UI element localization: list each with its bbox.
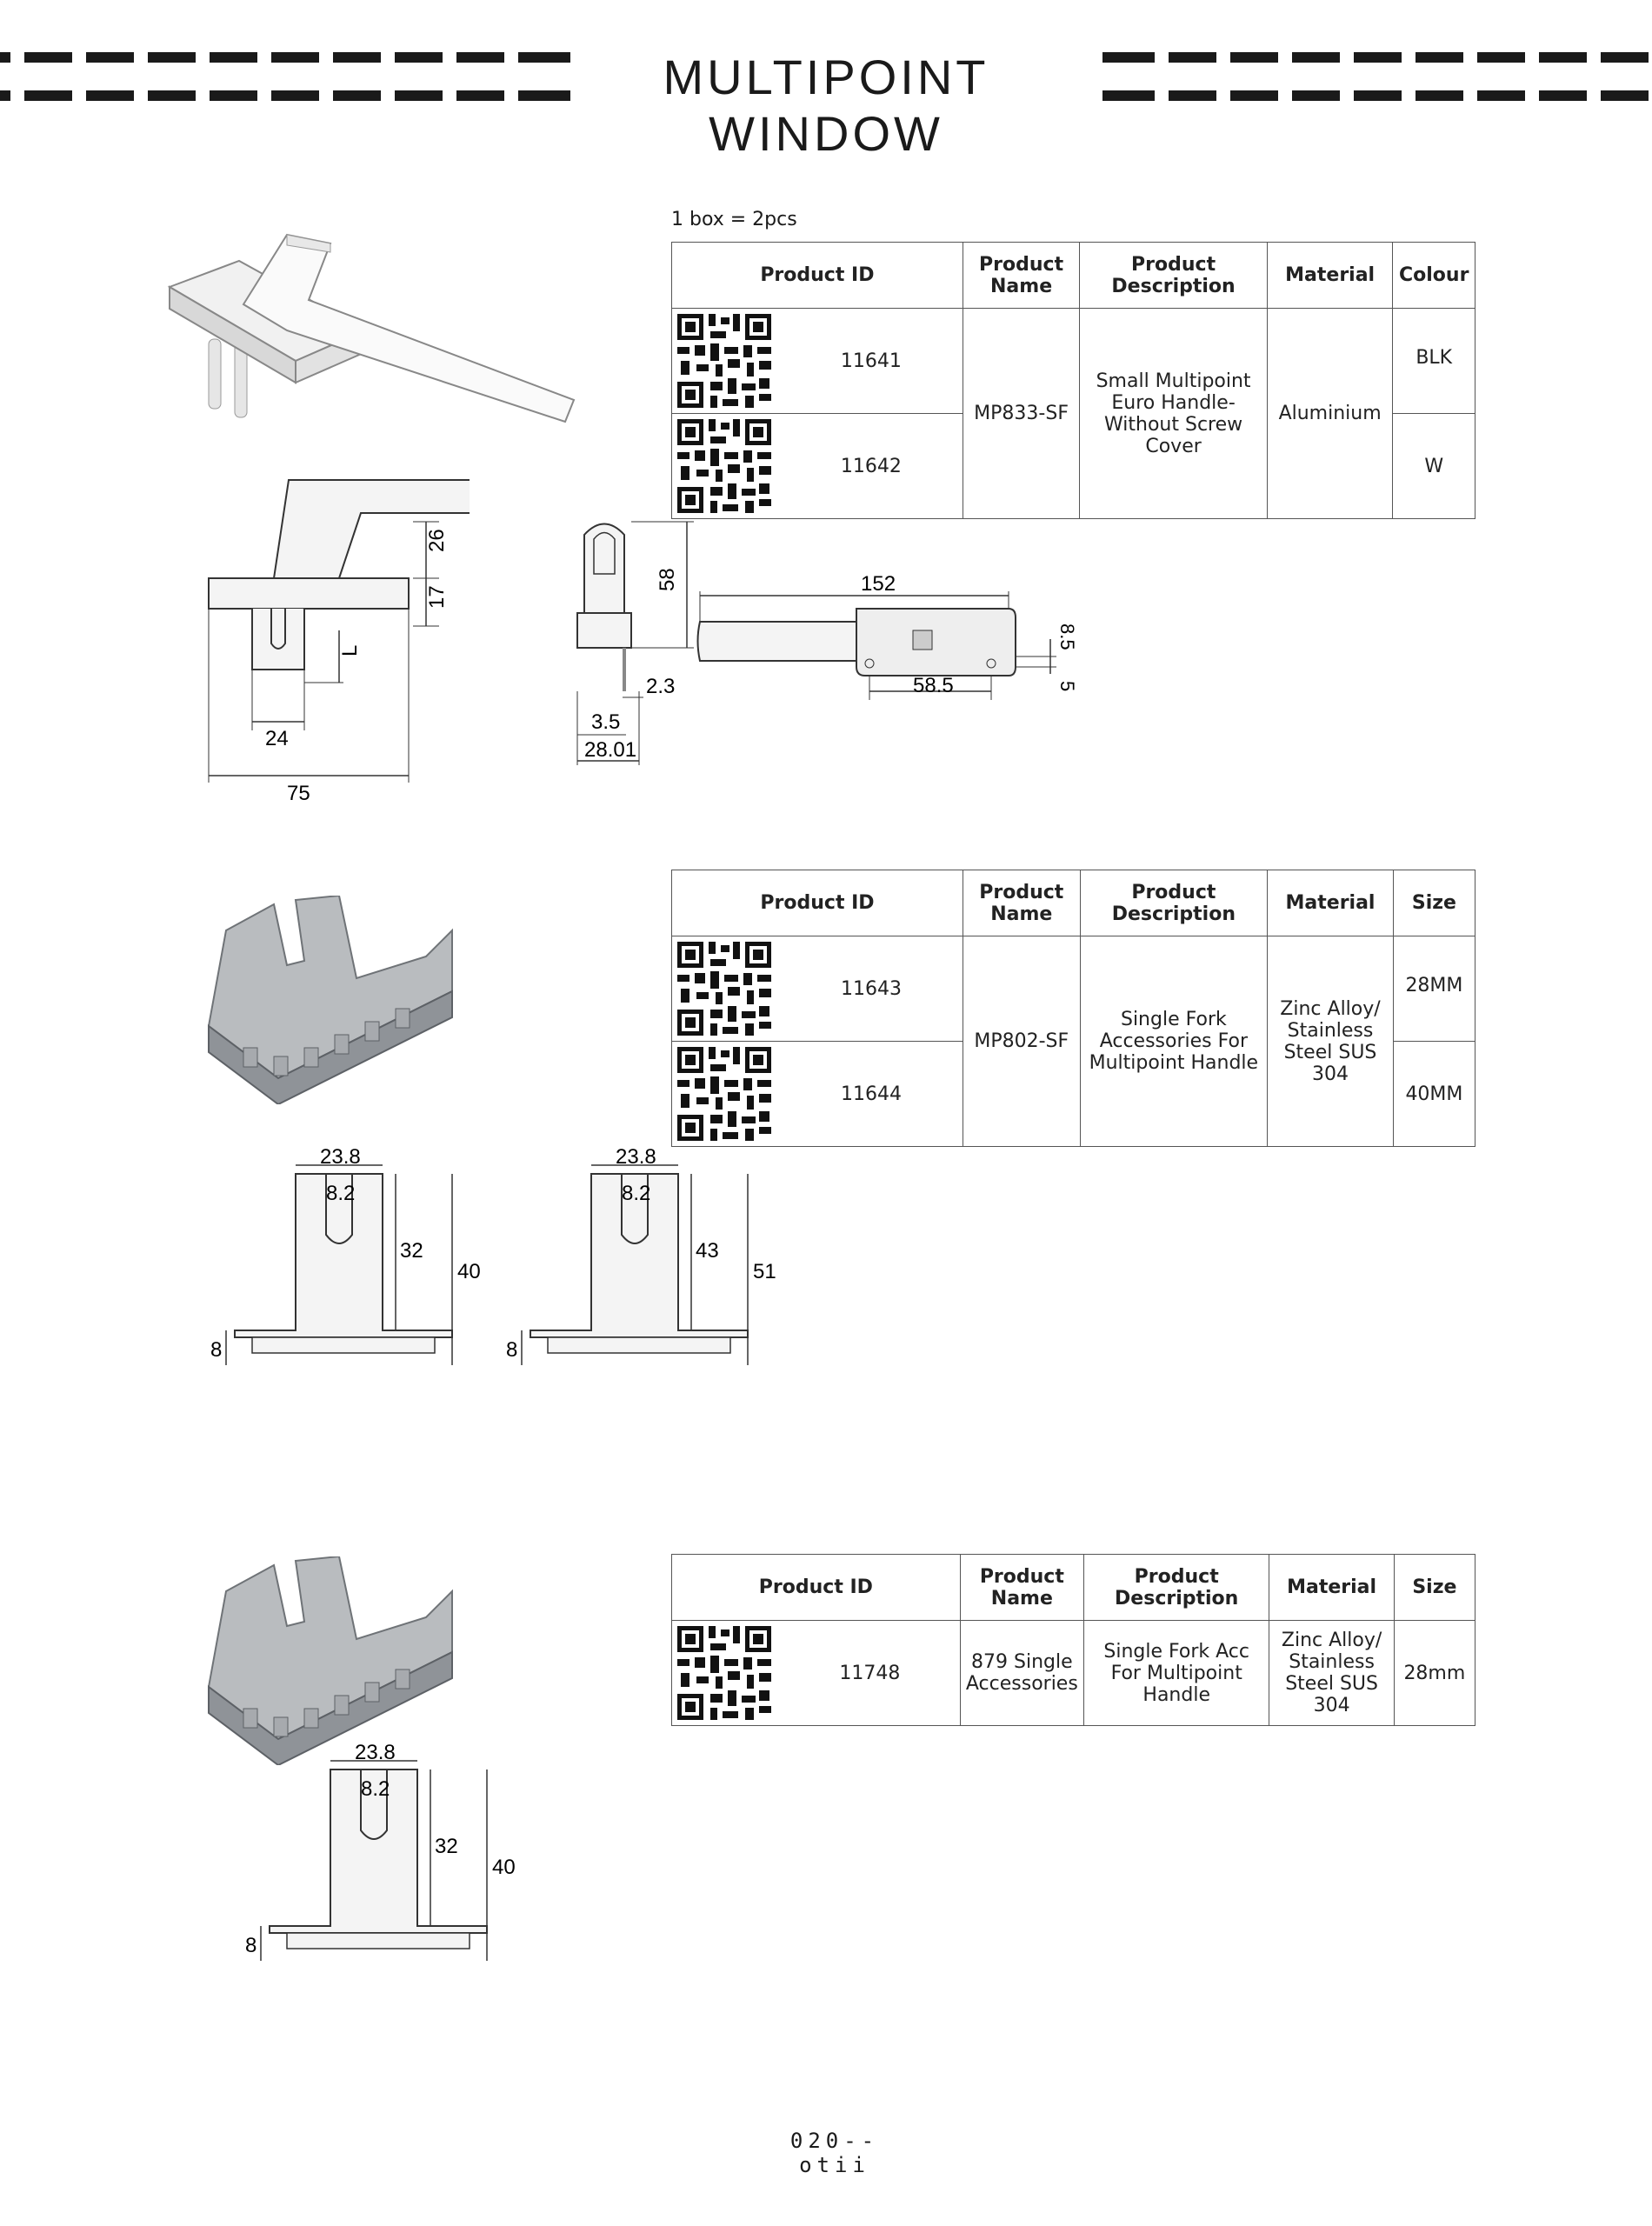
dim-L: L — [338, 645, 362, 656]
dim-8-2: 8.2 — [622, 1182, 650, 1205]
dim-40: 40 — [457, 1260, 481, 1283]
product-id: 11644 — [840, 1083, 902, 1105]
dim-8-2: 8.2 — [361, 1777, 390, 1801]
col-product-description: Product Description — [1082, 1554, 1270, 1621]
dim-32: 32 — [400, 1239, 423, 1263]
dim-8-5: 8.5 — [1056, 623, 1078, 650]
fork-photo — [207, 1556, 453, 1765]
col-material: Material — [1267, 870, 1394, 936]
spec-table-1: Product ID Product Name Product Descript… — [671, 242, 1475, 519]
product-id-cell: 11642 — [671, 413, 963, 519]
qr-code-icon[interactable] — [676, 1045, 773, 1143]
page-number: 020--otii — [789, 2129, 880, 2177]
col-product-id: Product ID — [671, 1554, 961, 1621]
product-id-cell: 11643 — [671, 936, 963, 1042]
page-title: MULTIPOINT WINDOW — [663, 50, 989, 161]
qr-code-icon[interactable] — [676, 417, 773, 515]
col-product-name: Product Name — [962, 870, 1081, 936]
dim-8: 8 — [506, 1338, 517, 1362]
product-description: Small Multipoint Euro Handle-Without Scr… — [1079, 308, 1268, 519]
dim-58: 58 — [656, 568, 679, 591]
product-material: Zinc Alloy/ Stainless Steel SUS 304 — [1269, 1620, 1395, 1726]
handle-photo — [167, 233, 576, 423]
col-product-name: Product Name — [962, 242, 1081, 309]
product-description: Single Fork Acc For Multipoint Handle — [1082, 1620, 1270, 1726]
spec-table-3: Product ID Product Name Product Descript… — [671, 1554, 1476, 1726]
product-name: 879 Single Accessories — [959, 1620, 1084, 1726]
dim-58-5: 58.5 — [913, 674, 954, 697]
product-material: Zinc Alloy/ Stainless Steel SUS 304 — [1267, 936, 1394, 1147]
product-size: 40MM — [1392, 1041, 1476, 1147]
col-product-id: Product ID — [671, 870, 963, 936]
header-bar-left — [0, 52, 570, 101]
product-name: MP833-SF — [962, 308, 1081, 519]
qr-code-icon[interactable] — [676, 312, 773, 410]
header-bar-right — [1102, 52, 1652, 101]
dim-17: 17 — [425, 585, 449, 609]
col-product-description: Product Description — [1079, 870, 1269, 936]
dim-5: 5 — [1056, 681, 1078, 691]
product-size: 28mm — [1393, 1620, 1476, 1726]
handle-top-drawing: 152 58.5 8.5 5 — [696, 572, 1078, 700]
product-colour: BLK — [1392, 308, 1475, 414]
product-id-cell: 11641 — [671, 308, 963, 414]
col-material: Material — [1266, 242, 1394, 309]
fork-photo — [207, 896, 453, 1104]
col-product-id: Product ID — [671, 242, 963, 309]
dim-8-2: 8.2 — [326, 1182, 355, 1205]
dim-8: 8 — [210, 1338, 222, 1362]
fork-drawing-c: 23.8 8.2 32 40 8 — [245, 1743, 516, 1961]
handle-technical-drawing: 26 17 L 24 75 — [208, 479, 470, 805]
col-product-description: Product Description — [1079, 242, 1268, 309]
dim-28-01: 28.01 — [584, 738, 636, 762]
product-size: 28MM — [1392, 936, 1476, 1042]
dim-40: 40 — [492, 1856, 516, 1879]
product-description: Single Fork Accessories For Multipoint H… — [1079, 936, 1269, 1147]
col-size: Size — [1392, 870, 1476, 936]
product-id: 11641 — [840, 350, 902, 372]
handle-front-drawing: 58 2.3 3.5 28.01 — [576, 521, 694, 765]
dim-43: 43 — [696, 1239, 719, 1263]
product-id: 11643 — [840, 977, 902, 1000]
dim-24: 24 — [265, 727, 289, 750]
dim-51: 51 — [753, 1260, 776, 1283]
dim-3-5: 3.5 — [591, 710, 620, 734]
dim-8: 8 — [245, 1934, 256, 1957]
dim-23-8: 23.8 — [320, 1148, 361, 1169]
dim-2-3: 2.3 — [646, 675, 675, 698]
col-size: Size — [1393, 1554, 1476, 1621]
spec-table-2: Product ID Product Name Product Descript… — [671, 870, 1476, 1147]
product-id: 11748 — [839, 1662, 901, 1684]
dim-75: 75 — [287, 782, 310, 805]
dim-26: 26 — [425, 529, 449, 552]
col-product-name: Product Name — [959, 1554, 1084, 1621]
product-material: Aluminium — [1266, 308, 1394, 519]
qr-code-icon[interactable] — [676, 1624, 773, 1722]
col-colour: Colour — [1392, 242, 1475, 309]
fork-drawing-b: 23.8 8.2 43 51 8 — [506, 1148, 776, 1365]
qr-code-icon[interactable] — [676, 940, 773, 1037]
product-id-cell: 11748 — [671, 1620, 961, 1726]
product-name: MP802-SF — [962, 936, 1081, 1147]
dim-23-8: 23.8 — [616, 1148, 656, 1169]
box-quantity-note: 1 box = 2pcs — [671, 209, 797, 230]
fork-drawing-a: 23.8 8.2 32 40 8 — [210, 1148, 481, 1365]
dim-32: 32 — [435, 1835, 458, 1858]
product-colour: W — [1392, 413, 1475, 519]
dim-23-8: 23.8 — [355, 1743, 396, 1764]
product-id-cell: 11644 — [671, 1041, 963, 1147]
col-material: Material — [1269, 1554, 1395, 1621]
product-id: 11642 — [840, 455, 902, 477]
dim-152: 152 — [861, 572, 896, 596]
